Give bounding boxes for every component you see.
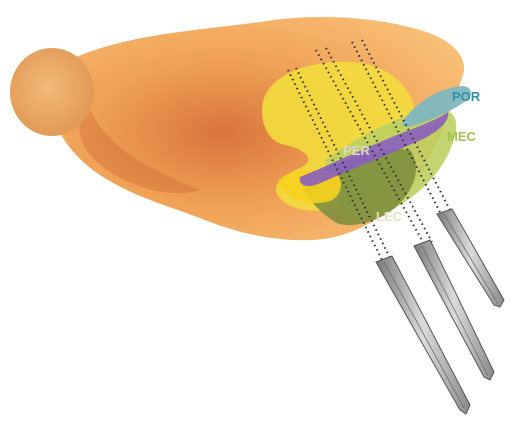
label-lec: LEC [376,209,403,224]
silicon-probe-icon [376,256,470,414]
olfactory-bulb [10,48,94,136]
probes [376,209,504,414]
label-mec: MEC [447,129,477,144]
label-por: POR [452,89,481,104]
label-per: PER [343,143,370,158]
